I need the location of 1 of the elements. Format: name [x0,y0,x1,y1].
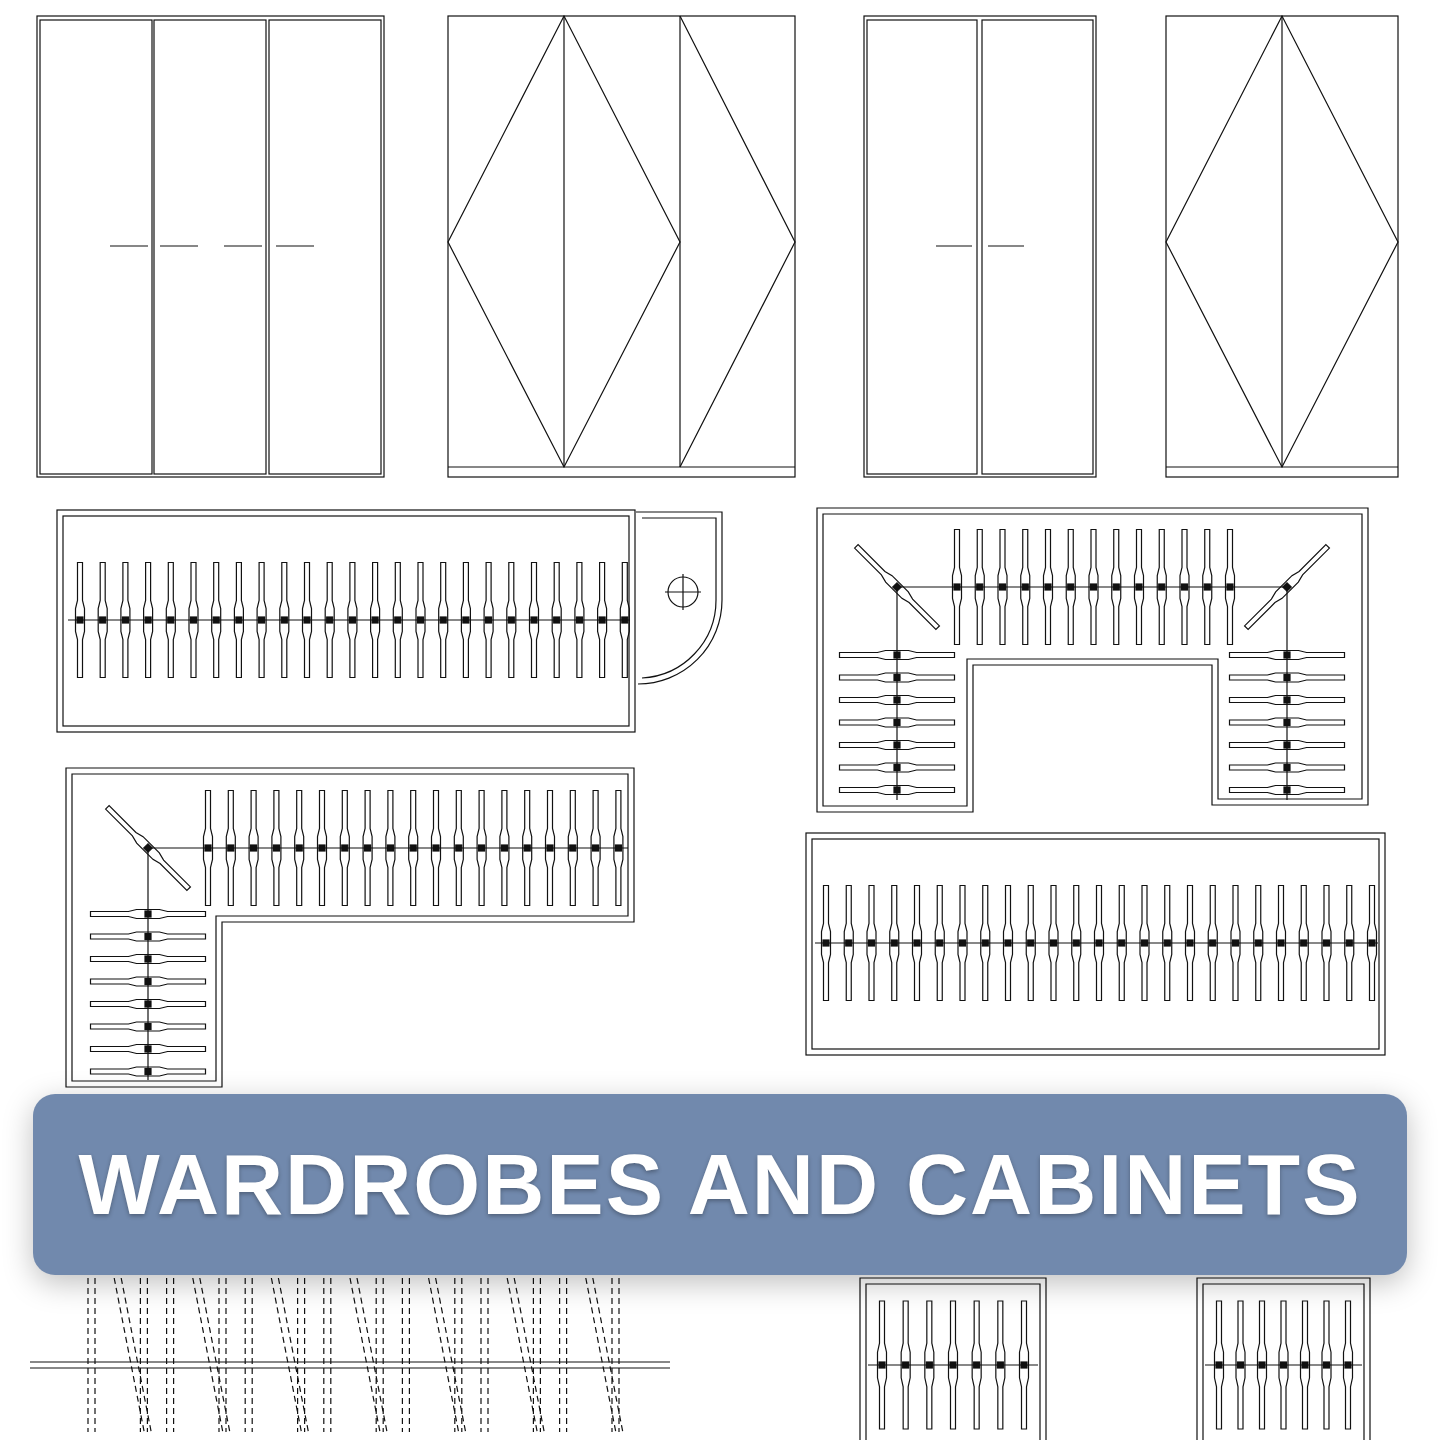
title: WARDROBES AND CABINETS [78,1135,1362,1234]
